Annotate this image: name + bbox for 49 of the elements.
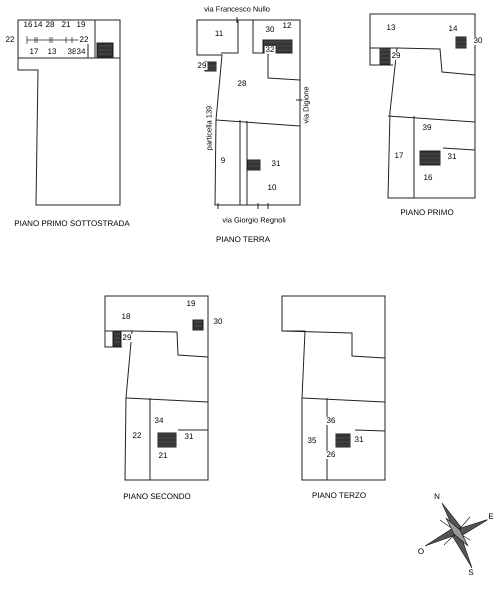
callout-number: 16 <box>22 21 34 29</box>
callout-number: 13 <box>46 48 58 56</box>
callout-number: 39 <box>422 124 432 132</box>
floor-title: PIANO TERZO <box>310 492 368 500</box>
callout-number: 34 <box>154 417 164 425</box>
callout-number: 22 <box>78 36 90 44</box>
callout-number: 14 <box>448 25 458 33</box>
callout-number: 30 <box>212 318 224 326</box>
callout-number: 29 <box>196 62 208 70</box>
callout-number: 22 <box>4 36 16 44</box>
callout-number: 26 <box>326 451 336 459</box>
callout-number: 16 <box>422 174 434 182</box>
compass-letter: N <box>433 493 441 501</box>
callout-number: 18 <box>120 313 132 321</box>
callout-number: 31 <box>354 436 364 444</box>
callout-number: 10 <box>266 184 278 192</box>
floor-title: PIANO TERRA <box>214 236 272 244</box>
floor-title: PIANO PRIMO <box>399 209 455 217</box>
callout-number: 12 <box>282 22 292 30</box>
callout-number: 31 <box>270 160 282 168</box>
callout-number: 30 <box>264 26 276 34</box>
callout-number: 31 <box>184 433 194 441</box>
callout-number: 31 <box>446 153 458 161</box>
floor-title: PIANO SECONDO <box>122 493 192 501</box>
callout-number: 21 <box>60 21 72 29</box>
callout-number: 14 <box>32 21 44 29</box>
callout-number: 30 <box>472 37 484 45</box>
callout-number: 17 <box>28 48 40 56</box>
floor-title: PIANO PRIMO SOTTOSTRADA <box>13 220 131 228</box>
callout-number: 32 <box>264 46 276 54</box>
compass-letter: O <box>416 548 426 556</box>
callout-number: 38 <box>66 48 78 56</box>
callout-number: 9 <box>220 157 226 165</box>
callout-number: 21 <box>158 452 168 460</box>
callout-number: 19 <box>76 21 86 29</box>
callout-number: 22 <box>132 432 142 440</box>
callout-number: 28 <box>236 80 248 88</box>
callout-number: 35 <box>306 437 318 445</box>
callout-number: 36 <box>326 417 336 425</box>
compass-letter: S <box>467 569 475 577</box>
callout-number: 34 <box>76 48 86 56</box>
callout-number: 13 <box>386 24 396 32</box>
callout-number: 19 <box>186 300 196 308</box>
callout-number: 11 <box>214 30 224 38</box>
callout-number: 17 <box>394 152 404 160</box>
compass-letter: E <box>487 513 495 521</box>
callout-number: 29 <box>390 52 402 60</box>
callout-number: 28 <box>44 21 56 29</box>
callout-number: 29 <box>122 334 132 342</box>
